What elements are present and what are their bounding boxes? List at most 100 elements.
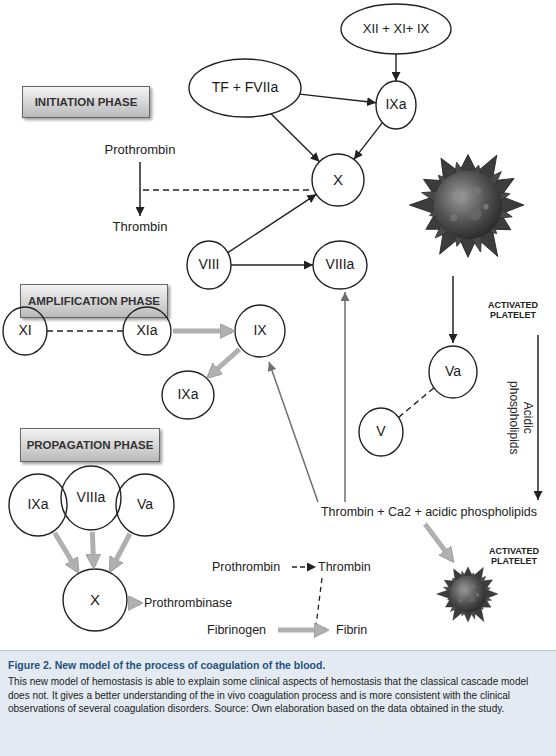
text-holder: X [311, 153, 365, 207]
figure-caption: This new model of hemostasis is able to … [8, 675, 548, 716]
dashed-link [398, 388, 433, 418]
factor-ellipse: X [311, 153, 365, 207]
text-holder: VIII [186, 240, 232, 290]
block-arrow [111, 534, 130, 570]
platelet-label: ACTIVATED PLATELET [478, 546, 550, 567]
ellipse-shape [376, 81, 416, 129]
text-holder: V [358, 407, 404, 457]
factor-ellipse: Va [428, 345, 478, 399]
factor-name: X [90, 592, 100, 609]
ellipse-shape [312, 154, 364, 206]
reaction-text: Fibrin [336, 623, 386, 637]
reaction-text: Fibrinogen [207, 623, 281, 637]
reaction-text: Prothrombin [98, 143, 182, 158]
factor-name: X [333, 172, 343, 189]
caption-panel: Figure 2. New model of the process of co… [0, 650, 556, 756]
factor-name: XI [18, 323, 31, 338]
factor-ellipse: IX [234, 304, 286, 358]
ellipse-shape [123, 307, 171, 355]
phase-box: PROPAGATION PHASE [20, 428, 160, 462]
text-holder: XI [2, 306, 48, 356]
ellipse-shape [359, 408, 403, 456]
reaction-text: Prothrombinase [144, 596, 244, 610]
factor-name: XII + XI+ IX [363, 22, 429, 36]
ellipse-shape [162, 371, 214, 419]
text-holder: XII + XI+ IX [340, 3, 452, 55]
activation-arrow [271, 114, 320, 162]
factor-ellipse: IXa [161, 370, 215, 420]
factor-name: VIIIa [326, 257, 355, 272]
figure-title: Figure 2. New model of the process of co… [8, 659, 548, 671]
dashed-link [316, 578, 322, 626]
ellipse-shape [429, 346, 477, 398]
factor-ellipse: X [62, 568, 128, 632]
factor-ellipse: IXa [8, 473, 68, 537]
reaction-text: Thrombin + Ca2 + acidic phospholipids [303, 505, 555, 519]
dashed-link [47, 330, 123, 331]
factor-ellipse: Va [115, 473, 175, 537]
factor-name: IXa [385, 97, 406, 112]
factor-ellipse: XI [2, 306, 48, 356]
reaction-text: Prothrombin [212, 560, 292, 574]
text-holder: VIIIa [60, 465, 122, 531]
block-arrow [278, 628, 326, 633]
factor-ellipse: V [358, 407, 404, 457]
ellipse-shape [313, 241, 367, 289]
release-arrow [537, 335, 539, 500]
text-holder: PROPAGATION PHASE [21, 429, 159, 461]
factor-name: TF + FVIIa [212, 80, 279, 95]
text-holder: IXa [8, 473, 68, 537]
block-arrow [425, 524, 452, 560]
ellipse-shape [189, 59, 301, 117]
platelet-illustration [410, 153, 524, 259]
factor-name: XIa [136, 323, 157, 338]
factor-name: V [376, 424, 385, 439]
ellipse-shape [235, 305, 285, 357]
ellipse-shape [341, 4, 451, 54]
activation-arrow [269, 362, 318, 502]
ellipse-shape [116, 474, 174, 536]
reaction-arrow [292, 566, 316, 567]
phase-title: INITIATION PHASE [35, 96, 138, 109]
text-holder: XIa [122, 306, 172, 356]
text-holder: Va [428, 345, 478, 399]
factor-name: IXa [27, 497, 48, 512]
text-holder: INITIATION PHASE [23, 87, 149, 117]
text-holder: IXa [375, 80, 417, 130]
dashed-link [143, 189, 312, 190]
ellipse-shape [187, 241, 231, 289]
ellipse-shape [3, 307, 47, 355]
text-holder: TF + FVIIa [188, 58, 302, 118]
factor-name: VIII [198, 257, 219, 272]
ellipse-shape [9, 474, 67, 536]
activation-arrow [228, 194, 316, 252]
text-holder: X [62, 568, 128, 632]
factor-name: VIIIa [77, 490, 106, 505]
block-arrow [130, 601, 140, 606]
text-holder: VIIIa [312, 240, 368, 290]
factor-name: IX [253, 323, 266, 338]
block-arrow [92, 532, 93, 566]
factor-ellipse: VIIIa [60, 465, 122, 531]
factor-ellipse: IXa [375, 80, 417, 130]
activation-arrow [300, 94, 376, 103]
block-arrow [55, 533, 78, 571]
activation-arrow [354, 123, 382, 160]
text-holder: IX [234, 304, 286, 358]
factor-name: Va [445, 364, 461, 379]
platelet-illustration [437, 566, 498, 622]
activation-arrow [395, 54, 396, 81]
activation-arrow [344, 292, 346, 502]
phase-box: AMPLIFICATION PHASE [20, 284, 168, 318]
reaction-text: Thrombin [103, 220, 177, 235]
factor-complex: XII + XI+ IX [340, 3, 452, 55]
phase-title: PROPAGATION PHASE [27, 439, 154, 452]
factor-ellipse: XIa [122, 306, 172, 356]
platelet-label: ACTIVATED PLATELET [476, 300, 550, 321]
ellipse-shape [61, 466, 121, 530]
activation-arrow [231, 264, 313, 265]
text-holder: IXa [161, 370, 215, 420]
release-arrow [452, 276, 454, 343]
reaction-arrow [139, 162, 141, 216]
